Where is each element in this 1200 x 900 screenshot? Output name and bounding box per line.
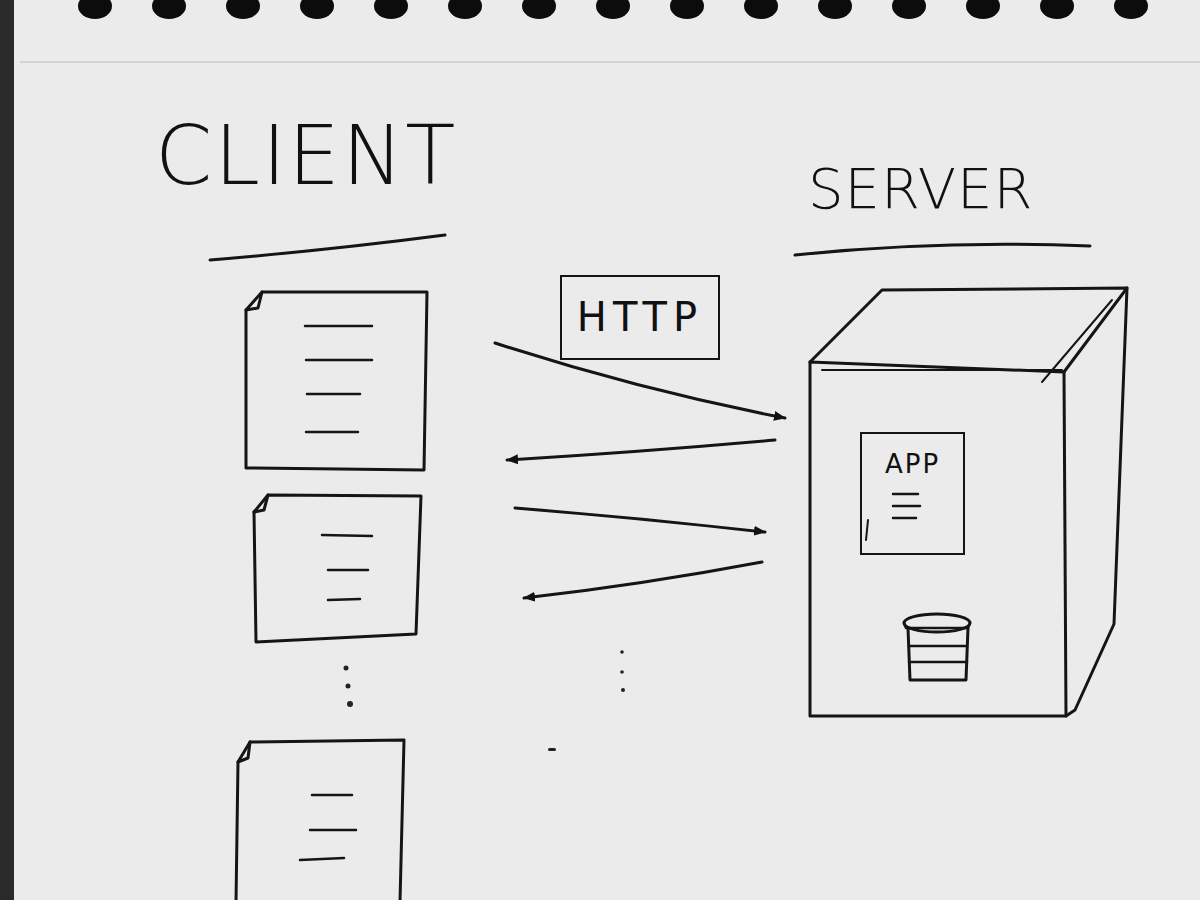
spiral-holes bbox=[78, 0, 1148, 19]
protocol-box: HTTP bbox=[560, 275, 720, 360]
spiral-hole bbox=[818, 0, 852, 19]
request-arrow bbox=[515, 508, 765, 532]
spiral-hole bbox=[744, 0, 778, 19]
spiral-hole bbox=[226, 0, 260, 19]
app-text-lines bbox=[893, 494, 920, 518]
spiral-hole bbox=[300, 0, 334, 19]
database-cylinder bbox=[904, 614, 970, 680]
spiral-hole bbox=[522, 0, 556, 19]
spiral-hole bbox=[596, 0, 630, 19]
client-document bbox=[254, 495, 421, 642]
request-arrow bbox=[495, 343, 785, 418]
ellipsis-dots bbox=[344, 650, 626, 751]
perforation-line bbox=[20, 61, 1200, 63]
spiral-hole bbox=[892, 0, 926, 19]
client-document bbox=[246, 292, 427, 470]
app-document: APP bbox=[860, 432, 965, 555]
spiral-hole bbox=[448, 0, 482, 19]
spiral-hole bbox=[966, 0, 1000, 19]
spiral-hole bbox=[152, 0, 186, 19]
client-underline bbox=[210, 235, 445, 260]
spiral-hole bbox=[78, 0, 112, 19]
app-fold bbox=[866, 520, 868, 540]
column-heading: CLIENT bbox=[155, 108, 457, 203]
paper-edge bbox=[0, 0, 14, 900]
client-document bbox=[236, 740, 404, 900]
response-arrow bbox=[507, 440, 775, 460]
server-cube bbox=[810, 288, 1127, 716]
response-arrow bbox=[524, 562, 762, 598]
node-text: HTTP bbox=[562, 295, 718, 339]
spiral-hole bbox=[374, 0, 408, 19]
spiral-hole bbox=[1114, 0, 1148, 19]
spiral-hole bbox=[1040, 0, 1074, 19]
column-heading: SERVER bbox=[808, 156, 1033, 221]
spiral-hole bbox=[670, 0, 704, 19]
node-text: APP bbox=[862, 450, 963, 479]
server-underline bbox=[795, 244, 1090, 255]
